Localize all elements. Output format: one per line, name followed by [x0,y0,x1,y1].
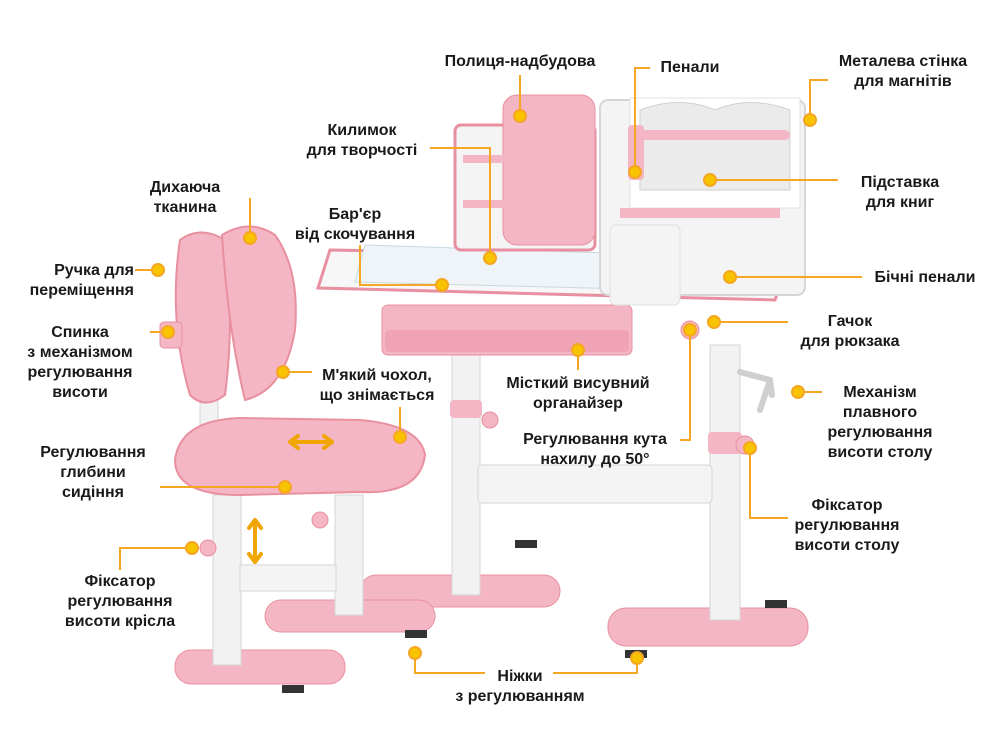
leader-desk-lock [749,448,788,519]
label-breathable: Дихаюча тканина [149,179,221,216]
chair [159,225,436,693]
seat-depth-arrow [288,434,334,450]
marker-dot [803,113,817,127]
backrest-left [174,231,231,404]
foot-pad [282,685,304,693]
side-case [609,224,681,306]
chair-lock-knob [199,539,217,557]
label-legs: Ніжки з регулюванням [455,668,585,705]
leader-barrier [359,245,442,286]
marker-dot [630,651,644,665]
side-shelf [620,208,780,218]
label-pencil-cases: Пенали [660,59,720,76]
label-handle: Ручка для переміщення [29,262,134,299]
marker-dot [393,430,407,444]
chair-column [334,494,364,616]
marker-dot [185,541,199,555]
book-stand [639,102,791,191]
marker-dot [483,251,497,265]
chair-crossbar [239,564,337,592]
leader-pencil-cases [634,67,650,172]
desk [315,94,809,658]
label-mechanism: Механізм плавного регулювання висоти сто… [827,384,933,461]
shelf-board [463,200,553,208]
marker-dot [513,109,527,123]
foot-pad [405,630,427,638]
lock-knob [481,411,499,429]
leader-tilt [680,330,691,441]
backrest-right [220,225,297,402]
chair-foot [174,649,346,685]
desk-right-column [709,344,741,621]
label-side-cases: Бічні пенали [874,269,976,286]
marker-dot [571,343,585,357]
seat [173,416,427,497]
marker-dot [791,385,805,399]
foot-pad [765,600,787,608]
desk-crossbar [477,464,713,504]
label-hook: Гачок для рюкзака [800,313,900,350]
shelf-board [463,155,553,163]
marker-dot [243,231,257,245]
label-backrest: Спинка з механізмом регулювання висоти [27,324,133,401]
chair-height-arrow [247,518,263,564]
marker-dot [707,315,721,329]
book-stand-bar [640,130,790,140]
desk-right-column-collar [708,432,742,454]
marker-dot [723,270,737,284]
label-metal-wall: Металева стінка для магнітів [838,53,968,90]
marker-dot [628,165,642,179]
marker-dot [161,325,175,339]
marker-dot [683,323,697,337]
label-mat: Килимок для творчості [306,122,418,159]
label-shelf: Полиця-надбудова [444,53,596,70]
label-seat-depth: Регулювання глибини сидіння [40,444,146,501]
marker-dot [435,278,449,292]
desk-right-foot [607,607,809,647]
crank-handle [737,369,775,413]
leader-mat [430,147,491,258]
desk-left-column-collar [450,400,482,418]
chair-column [212,494,242,666]
marker-dot [278,480,292,494]
label-desk-lock: Фіксатор регулювання висоти столу [794,497,900,554]
marker-dot [703,173,717,187]
desk-left-column [451,344,481,596]
label-book-stand: Підставка для книг [860,174,940,211]
marker-dot [743,441,757,455]
label-soft-cover: М'який чохол, що знімається [319,367,435,404]
label-organizer: Місткий висувний органайзер [506,375,650,412]
chair-lock-knob [311,511,329,529]
markers [151,109,817,665]
foot-pad [515,540,537,548]
leader-metal-wall [809,79,828,120]
marker-dot [276,365,290,379]
marker-dot [151,263,165,277]
label-tilt: Регулювання кута нахилу до 50° [523,431,667,468]
label-chair-lock: Фіксатор регулювання висоти крісла [64,573,176,630]
organizer-front [385,330,629,352]
marker-dot [408,646,422,660]
label-barrier: Бар'єр від скочування [294,206,416,243]
leader-chair-lock [119,547,192,570]
